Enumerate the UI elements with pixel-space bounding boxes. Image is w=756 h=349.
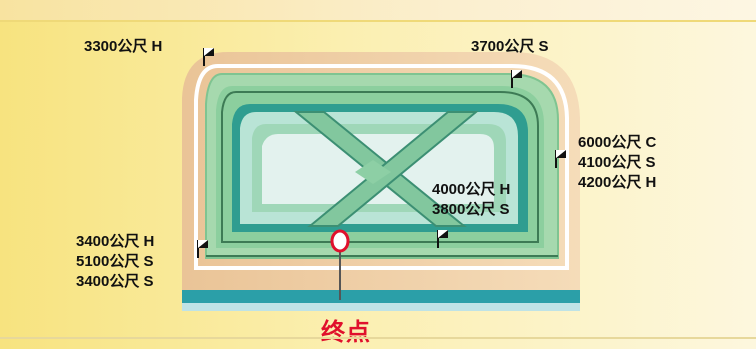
distance-label: 4100公尺 S [578,154,656,171]
distance-label: 3400公尺 H [76,233,155,250]
start-flag-icon [197,240,208,258]
distance-label: 4200公尺 H [578,174,657,191]
inner-rail [221,91,539,243]
distance-label: 3700公尺 S [471,38,549,55]
label-center: 4000公尺 H 3800公尺 S [432,180,510,220]
top-banner-strip [0,0,756,22]
label-bottom-left: 3400公尺 H 5100公尺 S 3400公尺 S [76,232,154,292]
start-flag-icon [203,48,214,66]
outer-rail [194,64,569,270]
distance-label: 4000公尺 H [432,181,511,198]
distance-label: 3400公尺 S [76,273,154,290]
finish-post-icon [330,229,350,300]
distance-label: 5100公尺 S [76,253,154,270]
distance-label: 6000公尺 C [578,134,657,151]
start-flag-icon [511,70,522,88]
distance-label: 3800公尺 S [432,201,510,218]
cross-course-x [293,111,479,227]
bottom-divider [0,337,756,339]
distance-label: 3300公尺 H [84,38,163,55]
start-flag-icon [555,150,566,168]
label-right: 6000公尺 C 4100公尺 S 4200公尺 H [578,133,656,193]
label-top-right: 3700公尺 S [471,37,549,57]
finish-label: 终点 [321,319,371,346]
start-flag-icon [437,230,448,248]
label-top-left: 3300公尺 H [84,37,162,57]
course-front-edge [182,290,580,304]
